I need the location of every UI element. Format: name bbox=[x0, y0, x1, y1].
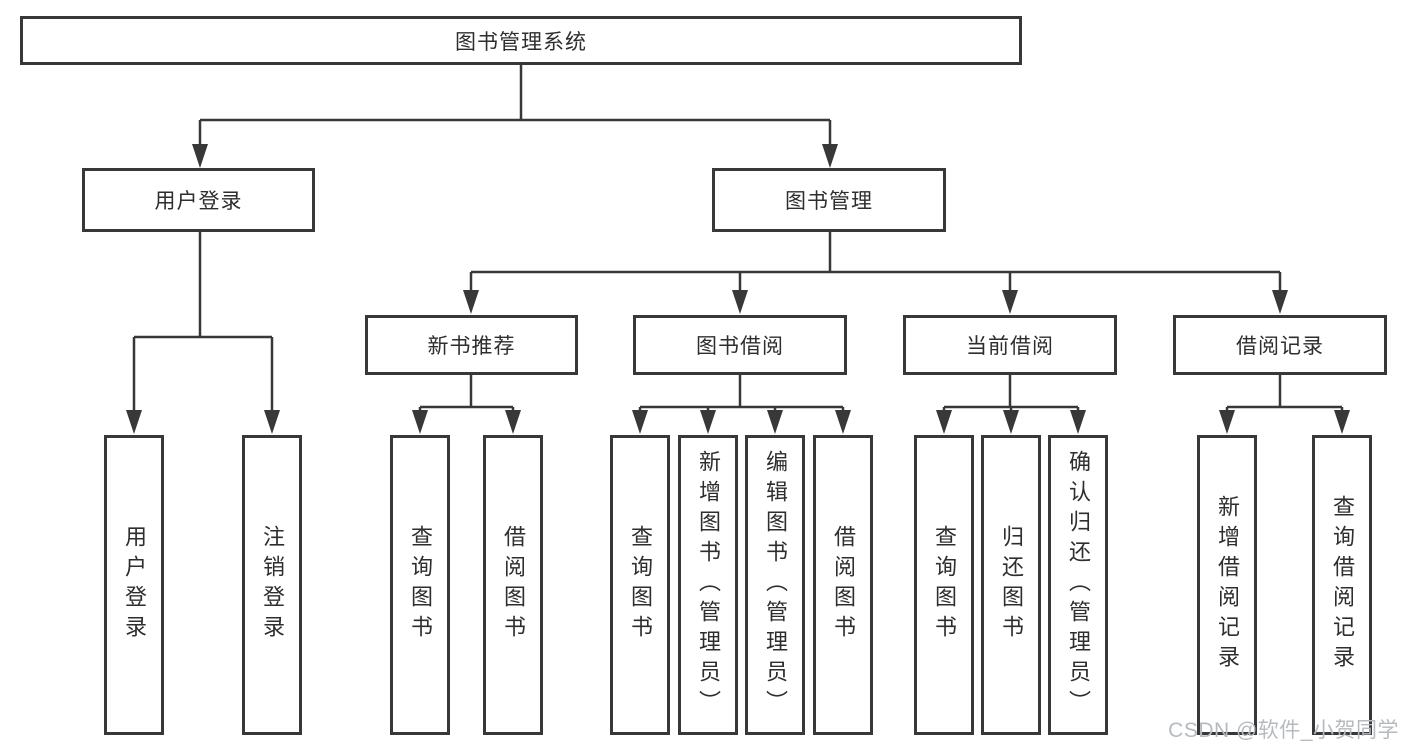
node-leaf-current-return-books: 归还图书 bbox=[981, 435, 1041, 735]
node-label: 查询图书 bbox=[932, 525, 957, 645]
node-leaf-records-add-record: 新增借阅记录 bbox=[1197, 435, 1257, 735]
node-leaf-current-query-books: 查询图书 bbox=[914, 435, 974, 735]
node-root: 图书管理系统 bbox=[20, 16, 1022, 65]
node-label: 新增借阅记录 bbox=[1215, 495, 1240, 675]
node-book-borrowing: 图书借阅 bbox=[633, 315, 847, 375]
node-label: 用户登录 bbox=[122, 525, 147, 645]
node-borrowing-records: 借阅记录 bbox=[1173, 315, 1387, 375]
node-leaf-borrowing-query-books: 查询图书 bbox=[610, 435, 670, 735]
csdn-watermark: CSDN @软件_小贺同学 bbox=[1168, 719, 1399, 742]
node-label: 借阅图书 bbox=[831, 525, 856, 645]
node-label: 查询图书 bbox=[628, 525, 653, 645]
node-label: 编辑图书（管理员） bbox=[763, 450, 788, 720]
node-label: 确认归还（管理员） bbox=[1066, 450, 1091, 720]
node-leaf-current-confirm-return: 确认归还（管理员） bbox=[1048, 435, 1108, 735]
node-label: 注销登录 bbox=[260, 525, 285, 645]
node-current-borrowing: 当前借阅 bbox=[903, 315, 1117, 375]
node-label: 借阅图书 bbox=[501, 525, 526, 645]
node-leaf-borrowing-add-books: 新增图书（管理员） bbox=[678, 435, 738, 735]
node-leaf-records-query-record: 查询借阅记录 bbox=[1312, 435, 1372, 735]
node-leaf-recommend-query-books: 查询图书 bbox=[390, 435, 450, 735]
node-leaf-borrowing-edit-books: 编辑图书（管理员） bbox=[745, 435, 805, 735]
node-leaf-recommend-borrow-books: 借阅图书 bbox=[483, 435, 543, 735]
node-leaf-logout: 注销登录 bbox=[242, 435, 302, 735]
arrowheads bbox=[126, 144, 1350, 434]
node-user-login: 用户登录 bbox=[82, 168, 315, 232]
node-leaf-user-login: 用户登录 bbox=[104, 435, 164, 735]
node-book-management: 图书管理 bbox=[712, 168, 946, 232]
node-label: 归还图书 bbox=[999, 525, 1024, 645]
node-leaf-borrowing-borrow-books: 借阅图书 bbox=[813, 435, 873, 735]
node-label: 查询图书 bbox=[408, 525, 433, 645]
node-label: 新增图书（管理员） bbox=[696, 450, 721, 720]
node-new-book-recommend: 新书推荐 bbox=[365, 315, 578, 375]
node-label: 查询借阅记录 bbox=[1330, 495, 1355, 675]
